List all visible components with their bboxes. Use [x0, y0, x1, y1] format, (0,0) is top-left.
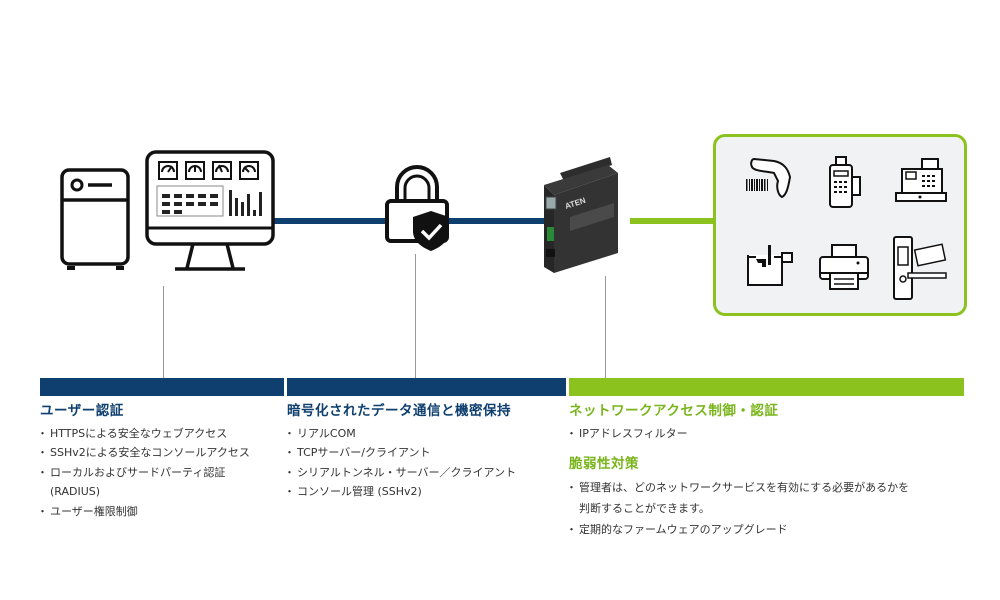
monitoring-dashboard-icon: [145, 150, 275, 271]
serial-connection-line: [630, 218, 714, 224]
serial-device-server-icon: ATEN: [544, 157, 618, 273]
list-item: シリアルトンネル・サーバー／クライアント: [284, 463, 566, 483]
connector-network-access: [605, 276, 606, 378]
barcode-scanner-icon: [746, 157, 792, 199]
list-item: 定期的なファームウェアのアップグレード: [566, 519, 964, 540]
section-title: ユーザー認証: [40, 403, 124, 419]
padlock-shield-check-icon: [385, 165, 449, 251]
printer-icon: [819, 244, 869, 290]
list-item: ユーザー権限制御: [37, 502, 284, 522]
list-item: HTTPSによる安全なウェブアクセス: [37, 424, 284, 444]
list-item-continuation: 判断することができます。: [579, 501, 710, 515]
list-item-continuation: (RADIUS): [50, 485, 101, 498]
section-encryption: 暗号化されたデータ通信と機密保持 リアルCOM TCPサーバー/クライアント シ…: [284, 402, 566, 502]
section-bar-network: [569, 378, 964, 396]
serial-devices-panel: [713, 134, 967, 316]
list-item: コンソール管理 (SSHv2): [284, 482, 566, 502]
list-item: TCPサーバー/クライアント: [284, 443, 566, 463]
industrial-machine-icon: [747, 245, 793, 286]
section-bar-user-auth: [40, 378, 284, 396]
list-item: ローカルおよびサードパーティ認証: [37, 463, 284, 483]
list-item: 管理者は、どのネットワークサービスを有効にする必要があるかを: [566, 477, 964, 498]
cash-register-icon: [895, 158, 947, 202]
section-title: 暗号化されたデータ通信と機密保持: [287, 403, 511, 419]
list-item: SSHv2による安全なコンソールアクセス: [37, 443, 284, 463]
section-bar-encryption: [287, 378, 566, 396]
connector-user-auth: [163, 286, 164, 378]
list-item: IPアドレスフィルター: [566, 424, 964, 444]
door-lock-card-reader-icon: [893, 236, 947, 300]
card-payment-terminal-icon: [829, 156, 861, 208]
section-title: ネットワークアクセス制御・認証: [569, 403, 779, 419]
list-item: リアルCOM: [284, 424, 566, 444]
server-icon: [60, 168, 130, 270]
section-network-access: ネットワークアクセス制御・認証 IPアドレスフィルター 脆弱性対策 管理者は、ど…: [566, 402, 964, 540]
section-user-auth: ユーザー認証 HTTPSによる安全なウェブアクセス SSHv2による安全なコンソ…: [37, 402, 284, 522]
connector-encryption: [415, 254, 416, 378]
section-title-vulnerability: 脆弱性対策: [569, 456, 639, 472]
